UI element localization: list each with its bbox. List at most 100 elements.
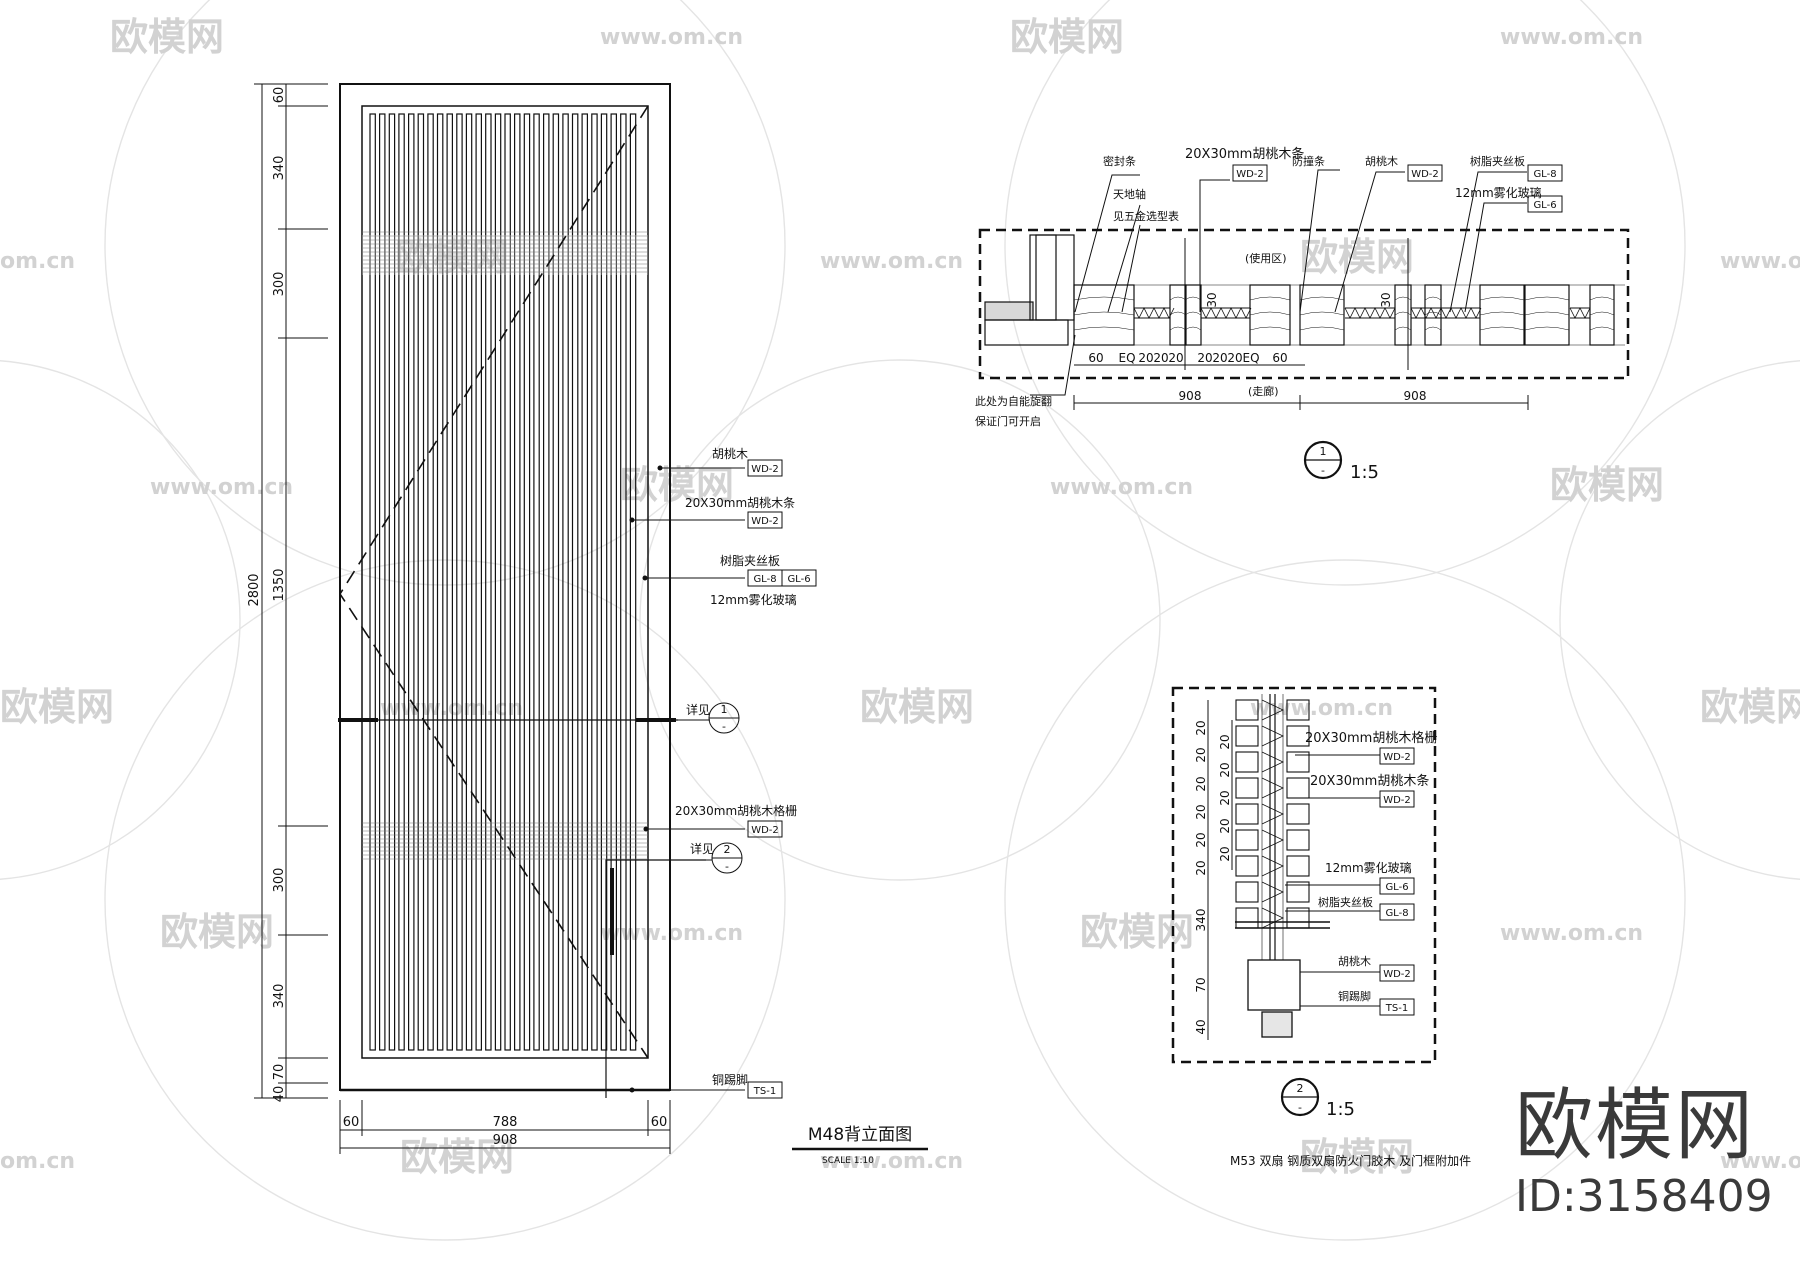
grille-block [1235, 907, 1259, 929]
section-1-glass-rails [1133, 307, 1591, 319]
section-2-bottom-rail [1247, 959, 1301, 1011]
s1-label-seal: 密封条 [1103, 154, 1136, 168]
door-slat [485, 113, 492, 1051]
s1-dim-30a: 30 [1205, 292, 1219, 307]
wood-block [1299, 284, 1345, 346]
elevation-leader-dots [629, 465, 663, 1093]
watermark-brand: 欧模网 [110, 15, 224, 59]
s2-dim-inner-0: 20 [1218, 734, 1232, 749]
label-strip-grille: 20X30mm胡桃木格栅 [675, 803, 797, 818]
s2-dim-inner-2: 20 [1218, 790, 1232, 805]
dim-middle: 1350 [272, 568, 287, 601]
section-2-dims: 20 20 20 20 20 20 20 20 20 20 20 340 70 … [1194, 720, 1232, 1034]
grille-block [1235, 751, 1259, 773]
door-swing-line [339, 105, 649, 1059]
s2-dim-70: 70 [1194, 977, 1208, 992]
code-strip-grille: WD-2 [751, 825, 779, 836]
grille-block [1235, 829, 1259, 851]
s2-code-laminate: GL-8 [1385, 908, 1408, 919]
grille-block [1235, 699, 1259, 721]
s1-label-strip: 20X30mm胡桃木条 [1185, 146, 1304, 162]
s2-label-strip: 20X30mm胡桃木条 [1310, 773, 1429, 789]
s2-bubble-num: 2 [1297, 1082, 1304, 1095]
s1-side-out: (走廊) [1248, 384, 1279, 398]
elevation-labels: 胡桃木 WD-2 20X30mm胡桃木条 WD-2 树脂夹丝板 GL-8 GL-… [675, 446, 811, 1097]
watermark-brand: 欧模网 [620, 463, 734, 507]
code-kick: TS-1 [753, 1086, 776, 1097]
s2-dim-inner-4: 20 [1218, 846, 1232, 861]
s2-dim-40: 40 [1194, 1019, 1208, 1034]
door-slat [542, 113, 550, 1051]
detail-2-sub: - [725, 860, 729, 873]
watermark-brand: 欧模网 [0, 685, 114, 729]
door-panel-inner [361, 105, 649, 1059]
door-slat [446, 113, 454, 1051]
label-laminate: 树脂夹丝板 [720, 553, 780, 568]
s2-label-kick: 铜踢脚 [1338, 989, 1371, 1003]
door-slat [552, 113, 560, 1051]
s2-bubble-sub: - [1298, 1101, 1302, 1114]
s1-code-strip: WD-2 [1236, 169, 1264, 180]
watermark-url: www.om.cn [820, 1149, 963, 1174]
wall-jamb [984, 234, 1075, 346]
grille-block [1235, 803, 1259, 825]
s2-dim-outer-3: 20 [1194, 804, 1208, 819]
grille-block [1286, 829, 1310, 851]
s1-dim-eq1: EQ [1118, 351, 1135, 365]
section-1-labels: 密封条 天地轴 见五金选型表 20X30mm胡桃木条 WD-2 防撞条 胡桃木 … [975, 146, 1557, 483]
watermark-brand: 欧模网 [1010, 15, 1124, 59]
grille-block [1235, 881, 1259, 903]
s1-note-2: 保证门可开启 [975, 414, 1041, 428]
door-slat [620, 113, 627, 1051]
s1-label-walnut: 胡桃木 [1365, 154, 1398, 168]
elevation-dim-labels-vertical: 2800 60 340 300 1350 300 340 70 40 [247, 87, 287, 1103]
s1-dim-60b: 60 [1272, 351, 1287, 365]
grille-block [1286, 881, 1310, 903]
detail-2-num: 2 [724, 843, 731, 856]
watermark-url: www.om.cn [1500, 921, 1643, 946]
detail-1-num: 1 [721, 703, 728, 716]
elevation-dim-labels-horizontal: 60 788 60 908 [343, 1115, 668, 1148]
watermark-url: om.cn [0, 1149, 75, 1174]
s1-dim-30b: 30 [1379, 292, 1393, 307]
s2-caption: M53 双扇 钢质双扇防火门胶木 及门框附加件 [1230, 1153, 1471, 1168]
code-walnut: WD-2 [751, 464, 779, 475]
s2-dim-outer-2: 20 [1194, 776, 1208, 791]
s2-code-grille: WD-2 [1383, 752, 1411, 763]
wood-block [1184, 284, 1202, 346]
s2-code-strip: WD-2 [1383, 795, 1411, 806]
s1-dim-20d: 20 [1197, 351, 1212, 365]
watermark-url: www.om.cn [1050, 475, 1193, 500]
brand-badge: 欧模网 ID:3158409 [1515, 1082, 1785, 1224]
watermark-url: www.om.cn [1720, 249, 1800, 274]
door-slat [571, 113, 579, 1051]
section-cut-line-2 [605, 859, 706, 1098]
section-1-boundary [978, 228, 1630, 380]
door-slat [494, 113, 502, 1051]
door-slat [562, 113, 569, 1051]
wood-block [1169, 284, 1187, 346]
dim-right: 60 [651, 1115, 668, 1130]
door-slat [379, 113, 386, 1051]
grille-block [1286, 777, 1310, 799]
door-slat [513, 113, 521, 1051]
s1-dim-20c: 20 [1168, 351, 1183, 365]
grille-block [1286, 855, 1310, 877]
dim-bottom: 40 [272, 1086, 287, 1103]
dim-upper-1: 340 [272, 156, 287, 181]
wood-block [1589, 284, 1615, 346]
s1-dim-20e: 20 [1212, 351, 1227, 365]
dim-lower-2: 300 [272, 868, 287, 893]
s1-dim-20f: 20 [1227, 351, 1242, 365]
s1-dim-908b: 908 [1404, 389, 1427, 403]
watermark-brand: 欧模网 [160, 910, 274, 954]
s2-code-walnut: WD-2 [1383, 969, 1411, 980]
s1-label-pivot: 天地轴 [1113, 187, 1146, 201]
wood-block [1394, 284, 1412, 346]
s2-code-glass: GL-6 [1385, 882, 1408, 893]
door-slat [465, 113, 473, 1051]
section-1-leaders [1030, 164, 1563, 396]
s2-dim-outer-0: 20 [1194, 720, 1208, 735]
brand-name: 欧模网 [1515, 1081, 1756, 1171]
